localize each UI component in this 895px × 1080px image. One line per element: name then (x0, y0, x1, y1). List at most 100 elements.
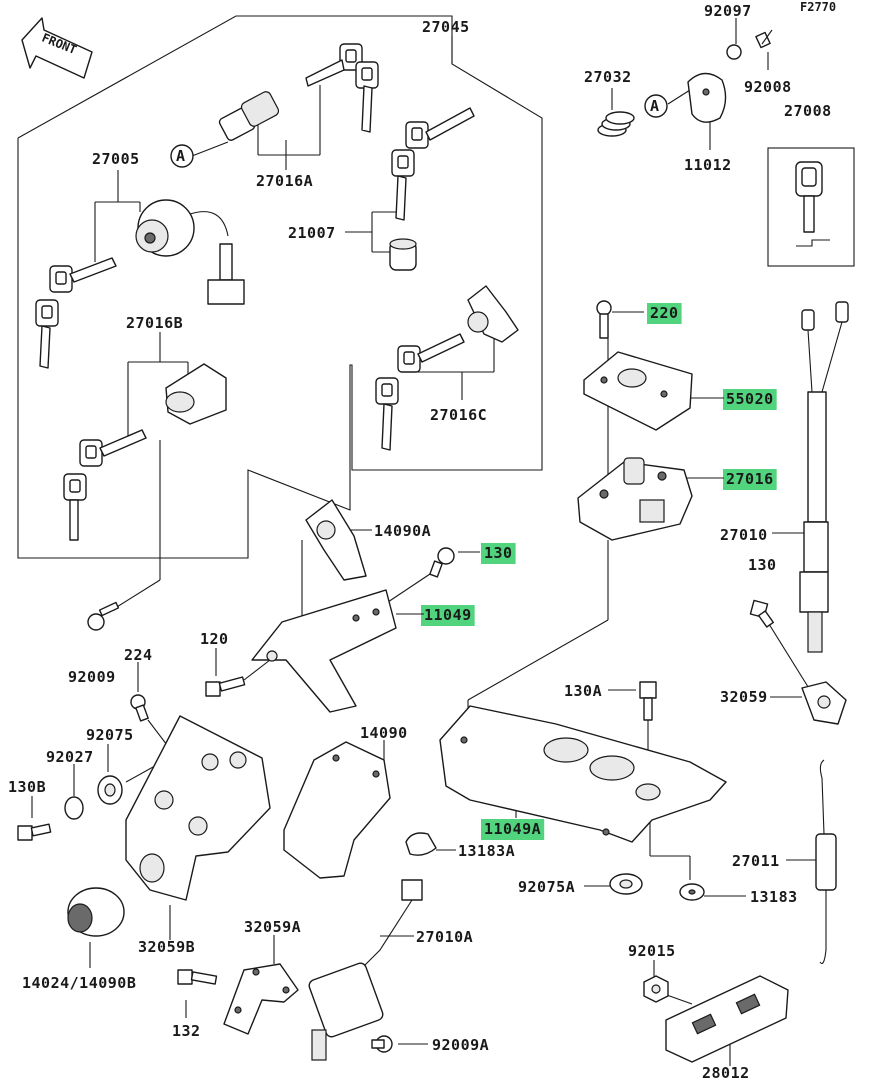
part-label-92027[interactable]: 92027 (46, 748, 94, 766)
bracket-plate-icon (125, 715, 271, 901)
part-label-224[interactable]: 224 (124, 646, 153, 664)
part-label-32059B[interactable]: 32059B (138, 938, 195, 956)
bracket-icon (305, 499, 367, 581)
part-label-55020[interactable]: 55020 (726, 390, 774, 408)
bracket-icon (251, 589, 397, 713)
highlight-box (481, 543, 516, 564)
part-label-92075[interactable]: 92075 (86, 726, 134, 744)
part-label-27045[interactable]: 27045 (422, 18, 470, 36)
part-label-132[interactable]: 132 (172, 1022, 201, 1040)
callout-a-top-left: A (170, 144, 194, 168)
switch-holder-icon (577, 457, 693, 541)
part-label-92015[interactable]: 92015 (628, 942, 676, 960)
highlight-box (723, 469, 777, 490)
bracket-icon (223, 963, 299, 1035)
part-label-21007[interactable]: 21007 (288, 224, 336, 242)
bolt-icon (639, 681, 657, 721)
part-illustrations (17, 29, 849, 1063)
part-label-13183[interactable]: 13183 (750, 888, 798, 906)
clamp-icon (801, 681, 847, 725)
part-label-11012[interactable]: 11012 (684, 156, 732, 174)
screw-icon (87, 601, 120, 631)
part-label-28012[interactable]: 28012 (702, 1064, 750, 1080)
callout-a-top-right: A (644, 94, 668, 118)
key-icon (795, 161, 830, 247)
part-labels: 27045 92097 27032 92008 27008 11012 2700… (8, 2, 832, 1080)
part-label-92097[interactable]: 92097 (704, 2, 752, 20)
screw-icon (371, 1035, 393, 1053)
bolt-icon (17, 823, 52, 841)
part-label-27011[interactable]: 27011 (732, 852, 780, 870)
part-label-27032[interactable]: 27032 (584, 68, 632, 86)
part-label-11049[interactable]: 11049 (424, 606, 472, 624)
key-icon (375, 333, 465, 451)
spring-icon (815, 759, 837, 965)
part-label-14090[interactable]: 14090 (360, 724, 408, 742)
key-icon (35, 257, 117, 369)
reflector-icon (665, 975, 789, 1063)
highlight-box (647, 303, 682, 324)
part-label-130A[interactable]: 130A (564, 682, 602, 700)
part-label-92008[interactable]: 92008 (744, 78, 792, 96)
kit-outline (17, 15, 543, 559)
bolt-icon (749, 599, 774, 628)
highlight-box (481, 819, 545, 840)
part-label-14024-14090B[interactable]: 14024/14090B (22, 974, 136, 992)
washer-icon (726, 44, 742, 60)
bolt-icon (205, 676, 246, 697)
part-label-220[interactable]: 220 (650, 304, 679, 322)
screw-icon (755, 29, 773, 49)
screw-icon (130, 694, 149, 722)
callout-letter: A (650, 97, 660, 115)
bracket-icon (439, 705, 727, 843)
lock-icon (165, 363, 227, 425)
part-label-130[interactable]: 130 (748, 556, 777, 574)
key-icon (391, 107, 475, 221)
part-label-27010[interactable]: 27010 (720, 526, 768, 544)
part-label-92009A[interactable]: 92009A (432, 1036, 489, 1054)
part-label-27016C[interactable]: 27016C (430, 406, 487, 424)
part-label-11049A[interactable]: 11049A (484, 820, 541, 838)
key-icon (63, 429, 147, 541)
part-label-130-highlighted[interactable]: 130 (484, 544, 513, 562)
rubber-bushing-icon (67, 887, 125, 937)
highlight-box (723, 389, 777, 410)
cover-icon (687, 72, 727, 123)
clip-icon (405, 832, 437, 856)
leader-lines (31, 18, 855, 1066)
plate-icon (583, 351, 693, 431)
part-label-27016B[interactable]: 27016B (126, 314, 183, 332)
cap-icon (389, 238, 417, 271)
part-label-27016[interactable]: 27016 (726, 470, 774, 488)
part-label-27008[interactable]: 27008 (784, 102, 832, 120)
bolt-icon (429, 547, 455, 578)
lock-cylinder-icon (218, 91, 280, 141)
cover-icon (283, 741, 391, 879)
highlight-box (421, 605, 475, 626)
part-label-120[interactable]: 120 (200, 630, 229, 648)
part-label-92075A[interactable]: 92075A (518, 878, 575, 896)
part-label-130B[interactable]: 130B (8, 778, 46, 796)
screw-icon (596, 300, 612, 339)
part-label-32059[interactable]: 32059 (720, 688, 768, 706)
front-arrow-icon: FRONT (21, 17, 93, 79)
part-label-92009[interactable]: 92009 (68, 668, 116, 686)
ignition-switch-icon (135, 199, 245, 305)
part-label-27005[interactable]: 27005 (92, 150, 140, 168)
part-label-32059A[interactable]: 32059A (244, 918, 301, 936)
callout-letter: A (176, 147, 186, 165)
spring-icon (597, 111, 635, 137)
sensor-wire-icon (799, 301, 849, 653)
lock-icon (467, 285, 519, 343)
washer-icon (64, 796, 84, 820)
part-label-14090A[interactable]: 14090A (374, 522, 431, 540)
part-label-27010A[interactable]: 27010A (416, 928, 473, 946)
diagram-code: F2770 (800, 0, 836, 14)
switch-icon (308, 879, 423, 1061)
part-label-13183A[interactable]: 13183A (458, 842, 515, 860)
bolt-icon (177, 969, 218, 985)
key-icon (305, 43, 379, 133)
highlight-layer (421, 303, 777, 840)
part-label-27016A[interactable]: 27016A (256, 172, 313, 190)
